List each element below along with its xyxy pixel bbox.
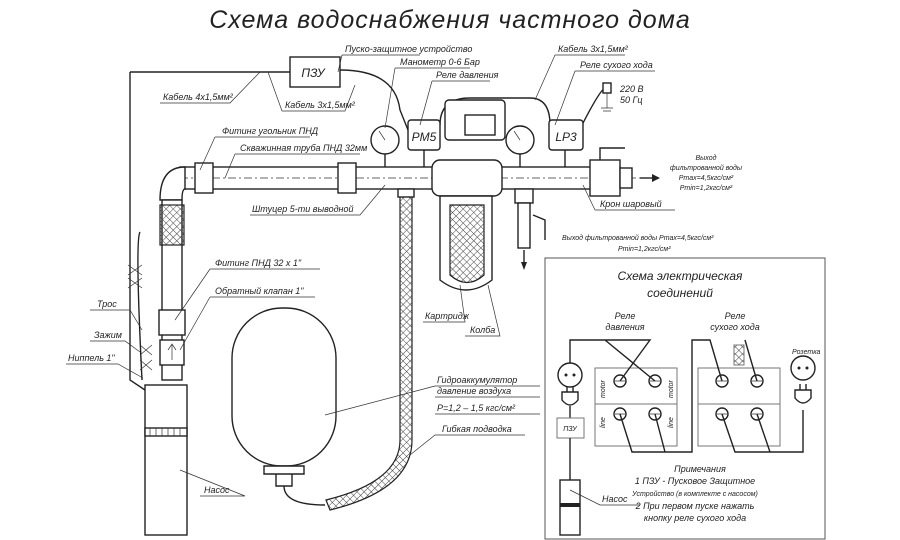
line-label-left: line [600, 417, 607, 428]
tee-outlet [397, 188, 415, 198]
elbow-fitting [159, 166, 186, 201]
plug-icon-left [561, 391, 579, 406]
note-2-line2: кнопку реле сухого хода [644, 513, 746, 523]
well-pipe-hose [159, 204, 185, 246]
lower-tap [514, 188, 546, 270]
label-shtucer: Штуцер 5-ти выводной [252, 204, 354, 214]
pressure-gauge-left [370, 125, 400, 167]
label-cable-4x: Кабель 4х1,5мм² [163, 92, 234, 102]
label-fitting-ugolnik: Фитинг угольник ПНД [222, 126, 319, 136]
label-out1-line4: Pmin=1,2кгс/см² [680, 185, 733, 192]
label-rele-davleniya: Реле давления [436, 70, 499, 80]
label-cable-3x-left: Кабель 3х1,5мм² [285, 100, 356, 110]
reset-button [733, 344, 745, 366]
label-kolba: Колба [470, 325, 495, 335]
note-1-line1: 1 ПЗУ - Пусковое Защитное [635, 476, 755, 486]
label-gidro-2: давление воздуха [437, 386, 511, 396]
label-out2-line1: Выход фильтрованной воды Pmax=4,5кгс/см² [562, 234, 714, 242]
electric-pump [559, 479, 581, 536]
socket-icon-right [790, 355, 816, 381]
motor-label-right: motor [668, 379, 675, 398]
plug-icon [602, 82, 612, 94]
electric-rele-suh-1: Реле [725, 311, 746, 321]
pzu-label: ПЗУ [301, 66, 326, 80]
plug-icon-right [794, 389, 812, 404]
electric-rozetka-label: Розетка [792, 349, 821, 356]
electrical-scheme: Схема электрическая соединений Реле давл… [544, 257, 826, 540]
svg-text:LP3: LP3 [555, 130, 577, 144]
label-manometr: Манометр 0-6 Бар [400, 57, 480, 67]
label-well-pipe: Скважинная труба ПНД 32мм [240, 143, 367, 153]
pressure-gauge-right [505, 125, 535, 167]
dry-run-relay-lp3: LP3 [548, 119, 584, 167]
label-zazhim: Зажим [94, 330, 122, 340]
label-rele-suhogo-hoda: Реле сухого хода [580, 60, 653, 70]
manifold-pipe [179, 147, 660, 197]
cables [129, 69, 613, 391]
label-gidro-1: Гидроаккумулятор [437, 375, 517, 385]
clamp-icons [127, 264, 153, 371]
electric-rele-davl-1: Реле [615, 311, 636, 321]
pump [144, 384, 188, 536]
pzu-box [289, 56, 341, 88]
label-pusko: Пуско-защитное устройство [345, 44, 472, 54]
label-nasos: Насос [204, 485, 230, 495]
diagram-title: Схема водоснабжения частного дома [209, 6, 691, 34]
label-kran: Крон шаровый [600, 199, 662, 209]
label-out1-line3: Pmax=4,5кгс/см² [679, 175, 734, 182]
label-out1-line2: фильтрованной воды [670, 164, 743, 172]
electric-rele-suh-2: сухого хода [710, 322, 760, 332]
label-gibkaya: Гибкая подводка [442, 424, 512, 434]
label-nippel: Ниппель 1" [68, 353, 115, 363]
label-out2-line2: Pmin=1,2кгс/см² [618, 246, 671, 253]
fitting-pnd [158, 309, 186, 336]
hydro-accumulator [231, 307, 337, 467]
rope [137, 231, 143, 381]
note-1-line2: Устройство (в комплекте с насосом) [631, 490, 758, 498]
terminals [613, 374, 764, 421]
electric-rele-davl-2: давления [605, 322, 644, 332]
label-gidro-3: P=1,2 – 1,5 кгс/см² [437, 403, 516, 413]
label-tros: Трос [97, 299, 117, 309]
socket-icon-left [557, 362, 583, 388]
electric-title-1: Схема электрическая [618, 269, 743, 283]
label-check-valve: Обратный клапан 1" [215, 286, 304, 296]
label-out1-line1: Выход [695, 154, 716, 162]
label-voltage: 220 В [619, 84, 644, 94]
notes-title: Примечания [674, 464, 726, 474]
accumulator-flange [263, 465, 305, 487]
filter [439, 99, 506, 291]
line-label-right: line [668, 417, 675, 428]
flexible-hose [325, 194, 413, 511]
motor-label-left: motor [600, 379, 607, 398]
label-frequency: 50 Гц [620, 95, 643, 105]
label-fitting-pnd: Фитинг ПНД 32 х 1" [215, 258, 302, 268]
electric-title-2: соединений [647, 286, 713, 300]
labels: Пуско-защитное устройство Манометр 0-6 Б… [68, 44, 743, 495]
pressure-relay-pm5: PM5 [407, 119, 441, 167]
leader-lines [66, 54, 675, 497]
svg-text:PM5: PM5 [412, 130, 437, 144]
electric-pzu-label: ПЗУ [563, 426, 578, 433]
note-2-line1: 2 При первом пуске нажать [635, 501, 755, 511]
label-kartridzh: Картридж [425, 311, 470, 321]
electric-nasos-label: Насос [602, 494, 628, 504]
label-cable-3x-right: Кабель 3х1,5мм² [558, 44, 629, 54]
